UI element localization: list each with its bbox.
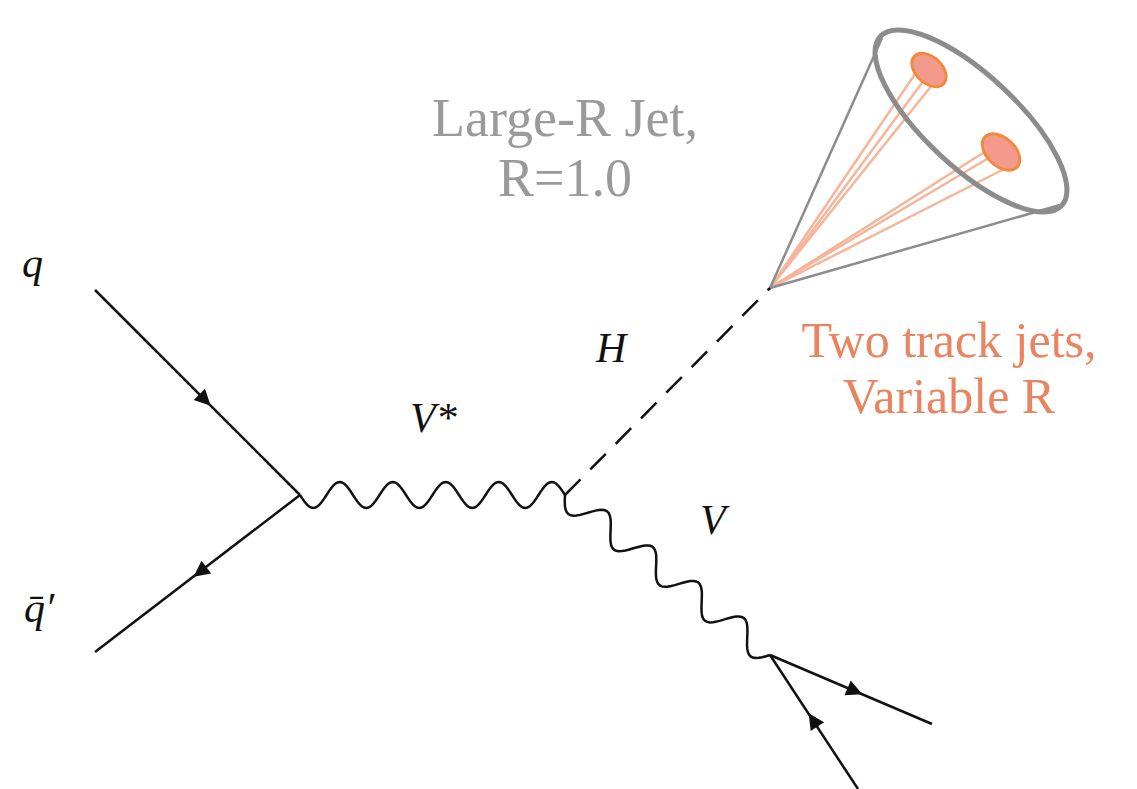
large-r-jet-label: Large-R Jet, R=1.0: [395, 88, 735, 209]
fermion-line: [770, 655, 932, 724]
arrowhead: [194, 389, 211, 406]
track-jets-label: Two track jets, Variable R: [766, 312, 1132, 424]
large-r-jet-cone: [770, 3, 1093, 288]
quark-line: [95, 290, 300, 495]
antifermion-line: [770, 655, 858, 789]
higgs-label: H: [596, 325, 656, 372]
boson-label: V: [700, 497, 750, 544]
virtual-boson-label: V*: [410, 395, 490, 442]
virtual-boson-line: [300, 482, 565, 508]
antiquark-label: q̄′: [24, 585, 84, 632]
arrowhead: [809, 713, 824, 731]
arrowhead: [194, 561, 212, 577]
higgs-line: [565, 288, 770, 495]
boson-line: [565, 495, 770, 658]
arrowhead: [845, 681, 863, 696]
quark-label: q: [22, 240, 62, 287]
antiquark-line: [95, 495, 300, 652]
